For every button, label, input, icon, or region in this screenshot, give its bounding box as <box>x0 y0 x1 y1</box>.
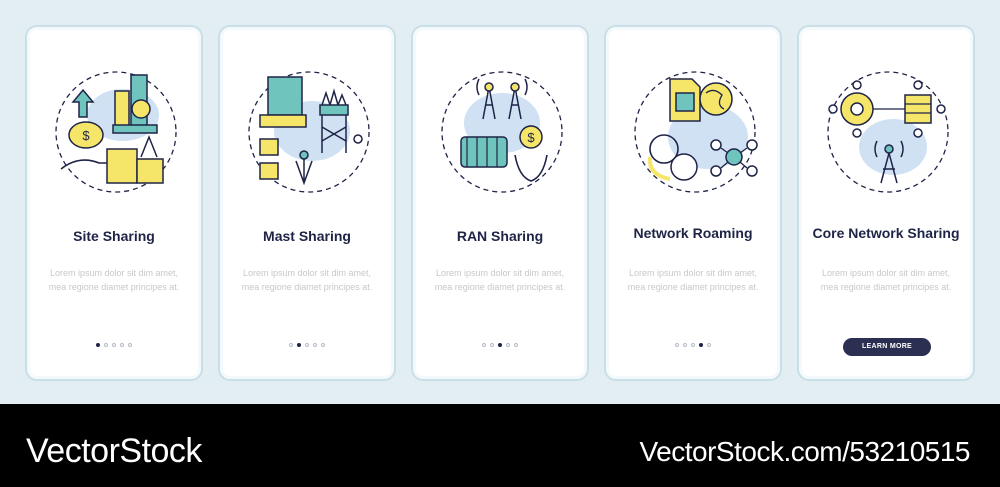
pagination-dots <box>220 343 394 347</box>
screen-description: Lorem ipsum dolor sit dim amet, mea regi… <box>48 268 180 292</box>
pagination-dots <box>27 343 201 347</box>
onboarding-screens: $ Site Sharing Lorem ipsum dolor sit dim… <box>25 25 975 381</box>
pagination-dot[interactable] <box>699 343 703 347</box>
screen-title: RAN Sharing <box>456 228 544 244</box>
pagination-dot[interactable] <box>675 343 679 347</box>
screen-description: Lorem ipsum dolor sit dim amet, mea regi… <box>627 268 759 292</box>
onboarding-card-ran-sharing: $ RAN Sharing Lorem ipsum dolor sit dim … <box>411 25 589 381</box>
pagination-dot[interactable] <box>96 343 100 347</box>
onboarding-card-core-network-sharing: Core Network Sharing Lorem ipsum dolor s… <box>797 25 975 381</box>
pagination-dot[interactable] <box>506 343 510 347</box>
pagination-dot[interactable] <box>112 343 116 347</box>
pagination-dot[interactable] <box>691 343 695 347</box>
pagination-dot[interactable] <box>120 343 124 347</box>
screen-description: Lorem ipsum dolor sit dim amet, mea regi… <box>241 268 373 292</box>
pagination-dot[interactable] <box>305 343 309 347</box>
pagination-dot[interactable] <box>128 343 132 347</box>
onboarding-card-network-roaming: Network Roaming Lorem ipsum dolor sit di… <box>604 25 782 381</box>
pagination-dot[interactable] <box>104 343 108 347</box>
pagination-dot[interactable] <box>498 343 502 347</box>
ran-sharing-icon: $ <box>441 71 563 193</box>
image-id: VectorStock.com/53210515 <box>639 436 971 467</box>
core-network-sharing-icon <box>827 71 949 193</box>
screen-title: Mast Sharing <box>263 228 351 244</box>
screen-title: Core Network Sharing <box>812 225 960 241</box>
learn-more-button[interactable]: LEARN MORE <box>843 338 931 356</box>
svg-text:$: $ <box>82 128 90 143</box>
onboarding-card-mast-sharing: Mast Sharing Lorem ipsum dolor sit dim a… <box>218 25 396 381</box>
screen-title: Site Sharing <box>73 228 155 244</box>
pagination-dot[interactable] <box>321 343 325 347</box>
svg-text:$: $ <box>527 130 535 145</box>
pagination-dot[interactable] <box>289 343 293 347</box>
pagination-dots <box>413 343 587 347</box>
pagination-dot[interactable] <box>297 343 301 347</box>
mast-sharing-icon <box>248 71 370 193</box>
pagination-dot[interactable] <box>707 343 711 347</box>
pagination-dot[interactable] <box>514 343 518 347</box>
screen-title: Network Roaming <box>633 225 753 241</box>
screen-description: Lorem ipsum dolor sit dim amet, mea regi… <box>434 268 566 292</box>
network-roaming-icon <box>634 71 758 193</box>
site-sharing-icon: $ <box>55 71 177 193</box>
pagination-dot[interactable] <box>482 343 486 347</box>
pagination-dot[interactable] <box>683 343 687 347</box>
pagination-dot[interactable] <box>490 343 494 347</box>
pagination-dot[interactable] <box>313 343 317 347</box>
onboarding-card-site-sharing: $ Site Sharing Lorem ipsum dolor sit dim… <box>25 25 203 381</box>
brand-logo: VectorStock <box>26 432 202 470</box>
pagination-dots <box>606 343 780 347</box>
screen-description: Lorem ipsum dolor sit dim amet, mea regi… <box>820 268 952 292</box>
watermark-footer: VectorStock VectorStock.com/53210515 <box>0 404 1000 487</box>
